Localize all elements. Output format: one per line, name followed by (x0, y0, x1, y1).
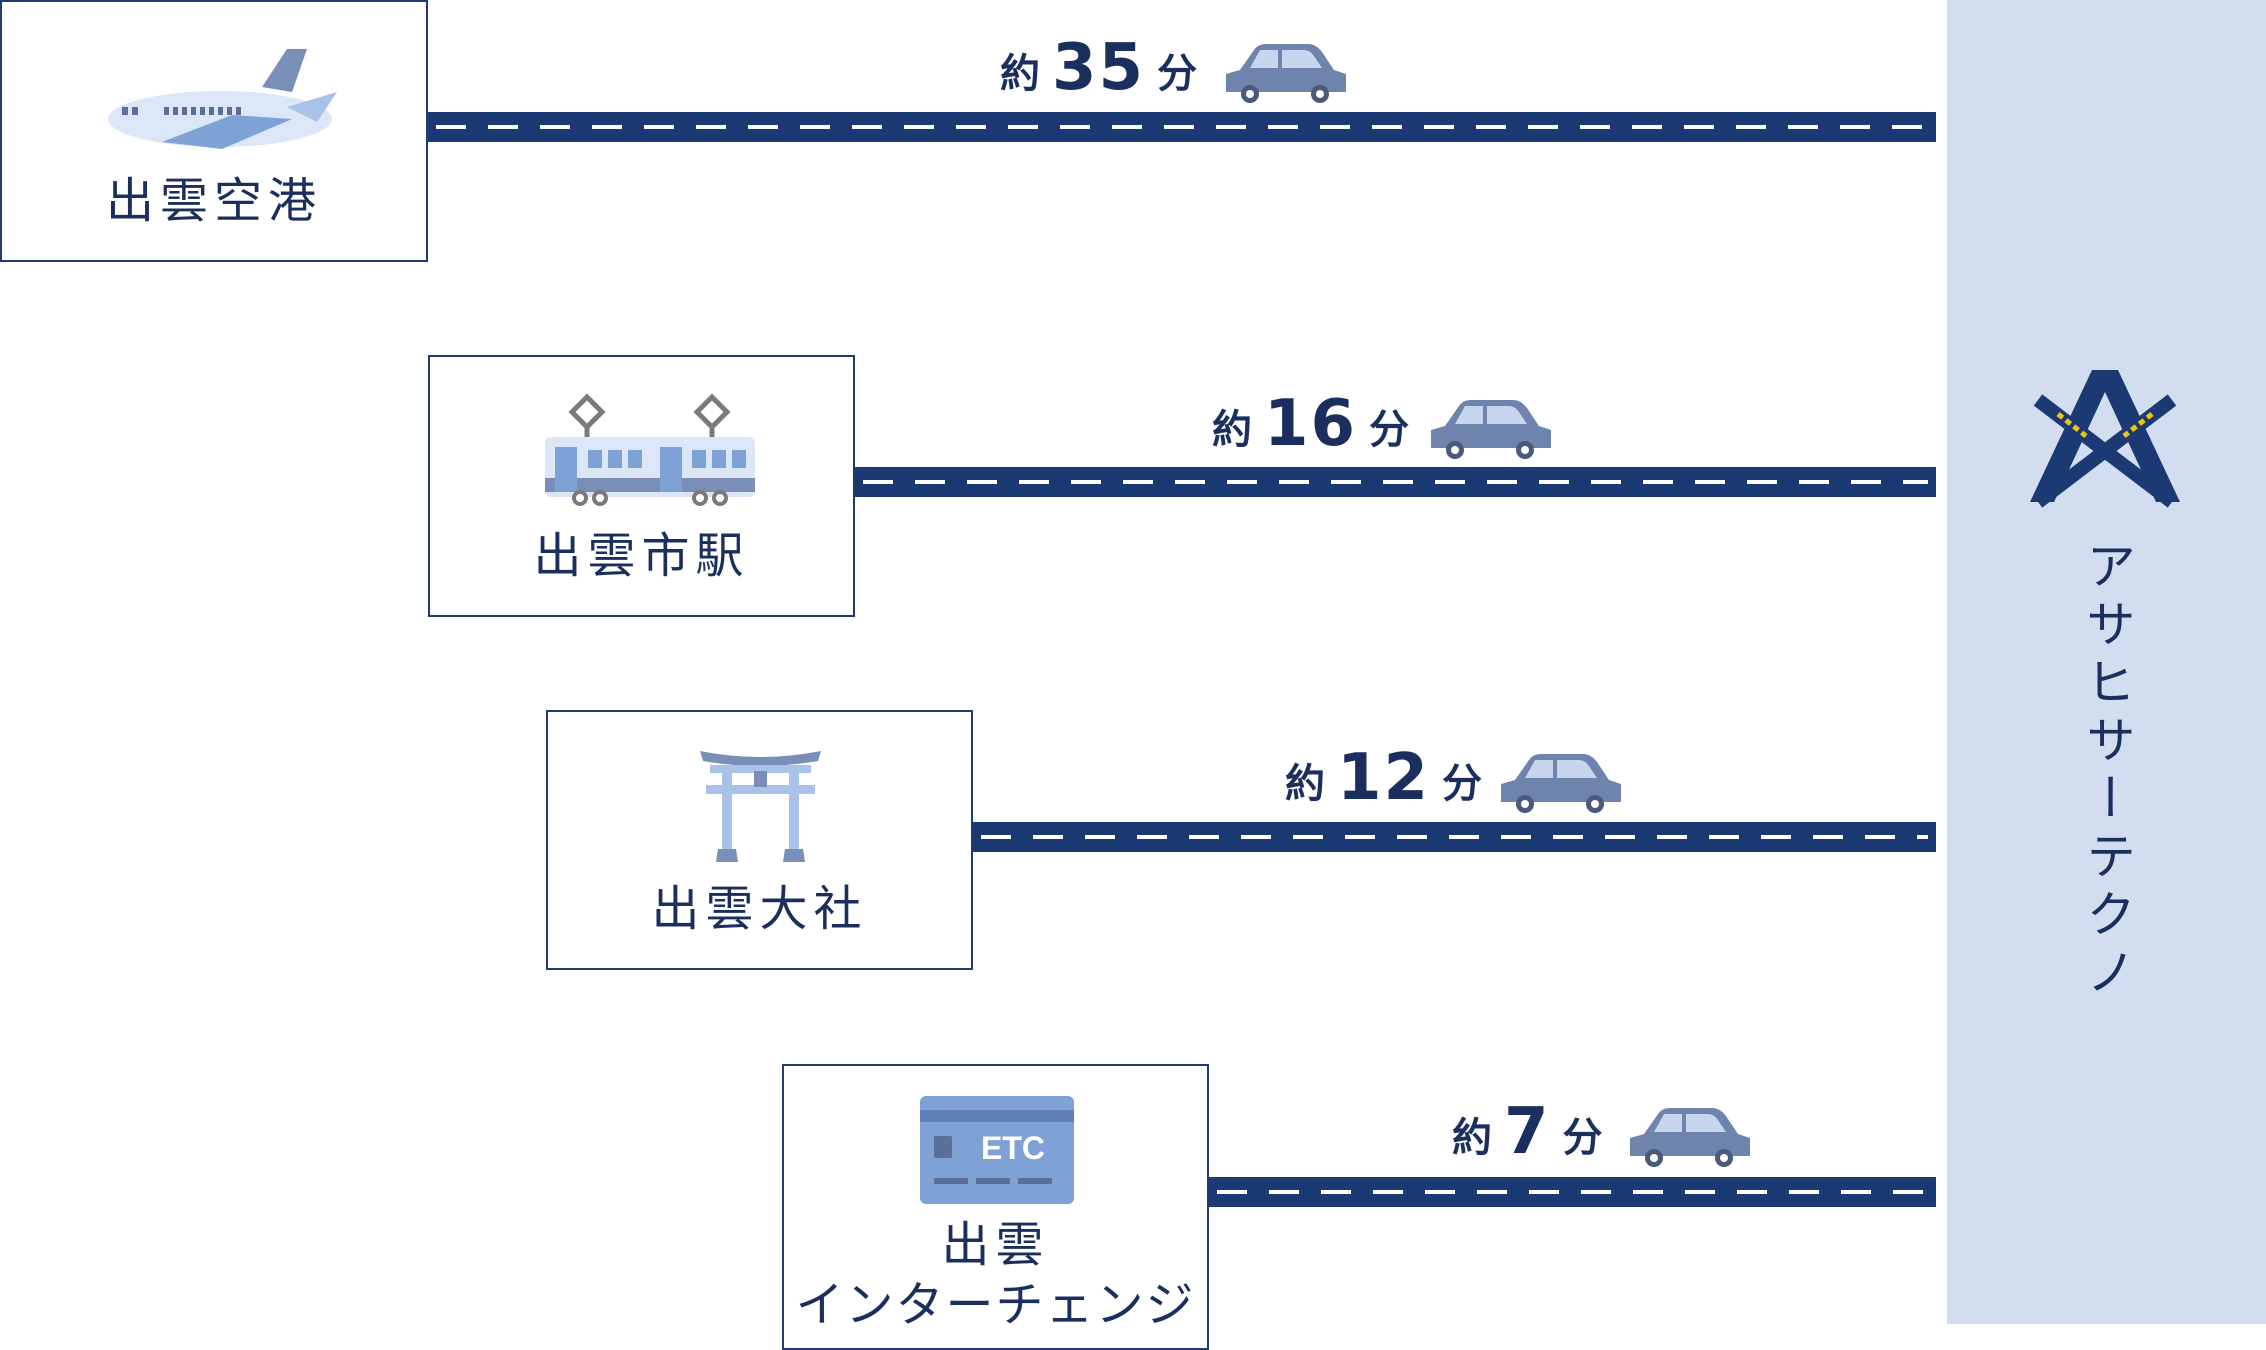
origin-label: 出雲市駅 (533, 528, 750, 584)
car-icon (1630, 1108, 1750, 1167)
airplane-icon (108, 49, 337, 149)
travel-time-station: 約 16 分 (1212, 387, 1410, 461)
origin-label-line1: 出雲 (941, 1217, 1050, 1273)
torii-gate-icon (700, 751, 821, 862)
road-airport (428, 112, 1936, 142)
company-logo-icon (2030, 370, 2180, 508)
car-icon (1226, 44, 1346, 103)
origin-box-station: 出雲市駅 (428, 355, 855, 617)
etc-card-text: ETC (981, 1130, 1045, 1166)
destination-panel (1947, 0, 2266, 1324)
origin-box-airport: 出雲空港 (0, 0, 428, 262)
train-icon (545, 393, 755, 506)
origin-label-line2: インターチェンジ (795, 1277, 1196, 1333)
travel-time-interchange: 約 7 分 (1452, 1095, 1603, 1169)
origin-label: 出雲大社 (651, 881, 868, 937)
origin-box-interchange: ETC 出雲 インターチェンジ (782, 1064, 1209, 1350)
car-icon (1431, 400, 1551, 459)
road-shrine (973, 822, 1936, 852)
road-station (855, 467, 1936, 497)
road-interchange (1209, 1177, 1936, 1207)
destination-name: アサヒサーテクノ (2078, 540, 2136, 1004)
car-icon (1501, 754, 1621, 813)
origin-box-shrine: 出雲大社 (546, 710, 973, 970)
travel-time-airport: 約 35 分 (1000, 31, 1198, 105)
origin-label: 出雲空港 (105, 173, 322, 229)
etc-card-icon: ETC (920, 1096, 1074, 1204)
travel-time-shrine: 約 12 分 (1285, 741, 1483, 815)
